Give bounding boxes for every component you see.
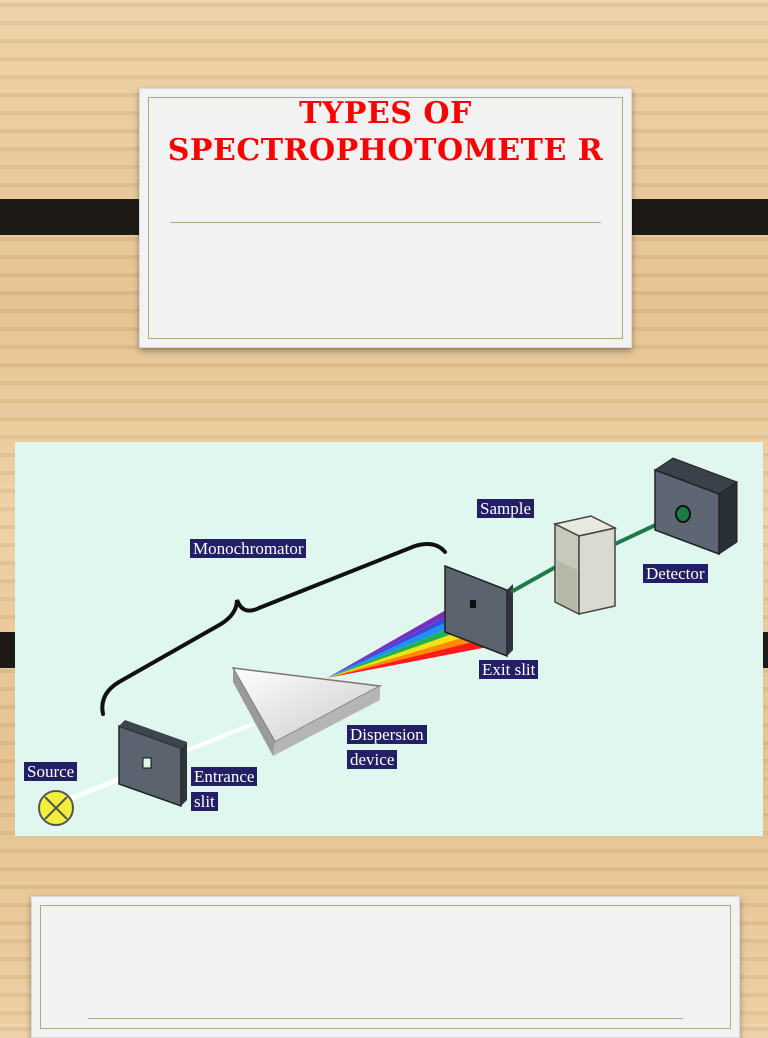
label-dispersion-line2: device [347,750,398,769]
label-source: Source [24,762,78,781]
label-detector: Detector [643,564,708,583]
label-entrance-line2: slit [191,792,218,811]
spectrophotometer-diagram: Monochromator Sample Detector Exit slit … [15,442,763,836]
slide-title: TYPES OF SPECTROPHOTOMETE R [167,96,604,168]
label-sample: Sample [477,499,534,518]
exit-to-sample-beam [510,562,562,594]
next-slide-card [31,896,740,1038]
title-underline [170,222,601,223]
monochromator-brace [100,542,447,716]
label-exit-slit: Exit slit [479,660,539,679]
entrance-slit-icon [118,720,187,808]
title-card: TYPES OF SPECTROPHOTOMETE R [139,88,632,348]
prism-icon [231,667,383,756]
title-card-frame [148,97,623,339]
label-monochromator: Monochromator [190,539,307,558]
next-slide-frame [40,905,731,1029]
cuvette-icon [552,515,618,616]
left-band-top [0,199,158,235]
exit-slit-icon [444,564,513,658]
right-band-mid [758,632,768,668]
right-band-top [612,199,768,235]
diagram-graphics [38,457,739,826]
rainbow-dispersion [327,598,493,678]
label-entrance-line1: Entrance [191,767,258,786]
source-lamp-icon [38,790,74,826]
label-dispersion-line1: Dispersion [347,725,427,744]
next-slide-rule [88,1018,683,1019]
detector-icon [653,457,739,556]
